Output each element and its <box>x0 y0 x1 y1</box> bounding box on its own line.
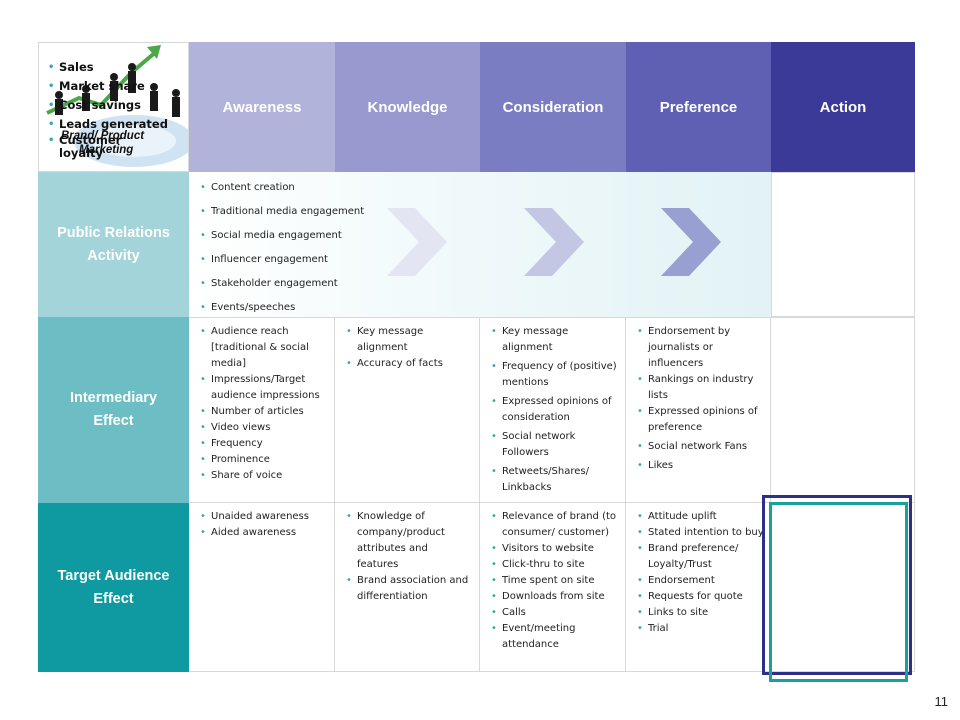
page-number: 11 <box>934 694 949 709</box>
list-item: Social network Followers <box>490 429 617 461</box>
target-knowledge-cell: Knowledge of company/product attributes … <box>335 503 480 672</box>
target-preference-cell: Attitude uplift Stated intention to buy … <box>626 503 771 672</box>
highlight-frame-teal <box>769 502 908 682</box>
row-label-intermediary: Intermediary Effect <box>38 317 189 503</box>
list-item: Links to site <box>636 605 764 621</box>
list-item: Traditional media engagement <box>199 200 364 224</box>
image-caption: Brand/ Product Marketing <box>61 129 144 157</box>
target-action-cell <box>771 503 915 672</box>
bullet-list: Endorsement by journalists or influencer… <box>636 324 764 474</box>
list-item: Stakeholder engagement <box>199 272 364 296</box>
bullet-list: Key message alignment Accuracy of facts <box>345 324 471 372</box>
list-item: Time spent on site <box>490 573 617 589</box>
list-item: Share of voice <box>199 468 326 484</box>
intermediary-consideration-cell: Key message alignment Frequency of (posi… <box>480 317 626 503</box>
list-item: Unaided awareness <box>199 509 326 525</box>
list-item: Event/meeting attendance <box>490 621 617 653</box>
list-item: Social network Fans <box>636 439 764 455</box>
corner-bullet: Leads generated <box>47 115 168 134</box>
list-item: Requests for quote <box>636 589 764 605</box>
bullet-list: Key message alignment Frequency of (posi… <box>490 324 617 496</box>
header-knowledge: Knowledge <box>335 42 480 172</box>
list-item: Video views <box>199 420 326 436</box>
intermediary-awareness-cell: Audience reach [traditional & social med… <box>189 317 335 503</box>
header-consideration: Consideration <box>480 42 626 172</box>
list-item: Knowledge of company/product attributes … <box>345 509 471 573</box>
list-item: Impressions/Target audience impressions <box>199 372 326 404</box>
list-item: Frequency <box>199 436 326 452</box>
target-awareness-cell: Unaided awareness Aided awareness <box>189 503 335 672</box>
corner-bullet: Sales <box>47 58 168 77</box>
bullet-list: Audience reach [traditional & social med… <box>199 324 326 484</box>
bullet-list: Relevance of brand (to consumer/ custome… <box>490 509 617 653</box>
list-item: Influencer engagement <box>199 248 364 272</box>
corner-bullets: Sales Market share Cost savings Leads ge… <box>47 58 168 160</box>
corner-bullet: Market share <box>47 77 168 96</box>
corner-bullet: Customer loyalty <box>47 134 129 160</box>
list-item: Prominence <box>199 452 326 468</box>
bullet-list: Attitude uplift Stated intention to buy … <box>636 509 764 637</box>
list-item: Accuracy of facts <box>345 356 471 372</box>
list-item: Key message alignment <box>345 324 471 356</box>
header-preference: Preference <box>626 42 771 172</box>
header-action: Action <box>771 42 915 172</box>
public-relations-activity-list: Content creation Traditional media engag… <box>199 176 364 320</box>
highlight-frame-navy <box>762 495 912 675</box>
chevron-right-icon <box>524 208 584 276</box>
list-item: Retweets/Shares/ Linkbacks <box>490 464 617 496</box>
list-item: Events/speeches <box>199 296 364 320</box>
corner-cell: Sales Market share Cost savings Leads ge… <box>38 42 189 172</box>
list-item: Content creation <box>199 176 364 200</box>
caption-line-1: Brand/ Product <box>61 130 145 142</box>
list-item: Social media engagement <box>199 224 364 248</box>
list-item: Downloads from site <box>490 589 617 605</box>
list-item: Aided awareness <box>199 525 326 541</box>
chevron-right-icon <box>387 208 447 276</box>
intermediary-preference-cell: Endorsement by journalists or influencer… <box>626 317 771 503</box>
list-item: Audience reach [traditional & social med… <box>199 324 326 372</box>
list-item: Frequency of (positive) mentions <box>490 359 617 391</box>
list-item: Key message alignment <box>490 324 617 356</box>
list-item: Brand association and differentiation <box>345 573 471 605</box>
corner-bullet: Cost savings <box>47 96 168 115</box>
intermediary-action-cell <box>771 317 915 503</box>
target-consideration-cell: Relevance of brand (to consumer/ custome… <box>480 503 626 672</box>
list-item: Number of articles <box>199 404 326 420</box>
list-item: Expressed opinions of preference <box>636 404 764 436</box>
list-item: Endorsement <box>636 573 764 589</box>
list-item: Likes <box>636 458 764 474</box>
row-label-target-audience: Target Audience Effect <box>38 503 189 672</box>
list-item: Relevance of brand (to consumer/ custome… <box>490 509 617 541</box>
list-item: Visitors to website <box>490 541 617 557</box>
public-relations-action-cell <box>771 172 915 317</box>
caption-line-2: Marketing <box>79 144 134 156</box>
chevron-right-icon <box>661 208 721 276</box>
bullet-list: Unaided awareness Aided awareness <box>199 509 326 541</box>
list-item: Brand preference/ Loyalty/Trust <box>636 541 764 573</box>
list-item: Calls <box>490 605 617 621</box>
list-item: Attitude uplift <box>636 509 764 525</box>
list-item: Endorsement by journalists or influencer… <box>636 324 764 372</box>
pr-measurement-table: Sales Market share Cost savings Leads ge… <box>38 42 915 672</box>
list-item: Trial <box>636 621 764 637</box>
list-item: Click-thru to site <box>490 557 617 573</box>
list-item: Rankings on industry lists <box>636 372 764 404</box>
list-item: Stated intention to buy <box>636 525 764 541</box>
intermediary-knowledge-cell: Key message alignment Accuracy of facts <box>335 317 480 503</box>
row-label-public-relations: Public Relations Activity <box>38 172 189 317</box>
header-awareness: Awareness <box>189 42 335 172</box>
list-item: Expressed opinions of consideration <box>490 394 617 426</box>
bullet-list: Knowledge of company/product attributes … <box>345 509 471 605</box>
